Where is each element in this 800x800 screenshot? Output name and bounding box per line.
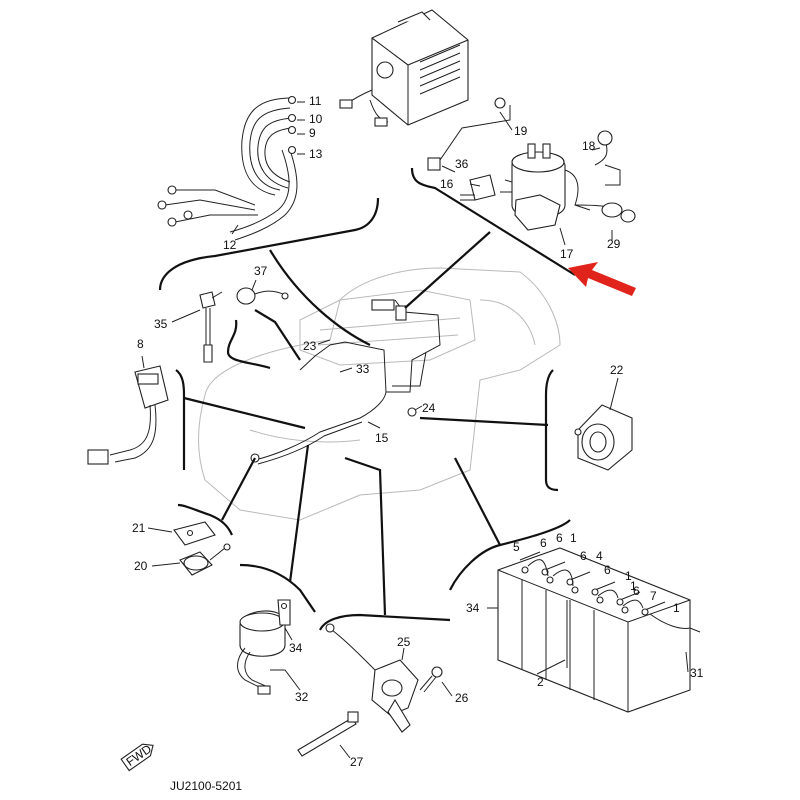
callout-2: 2: [537, 675, 544, 689]
callout-15: 15: [375, 431, 389, 445]
callout-6a: 6: [540, 536, 547, 550]
callout-18: 18: [582, 139, 596, 153]
callout-13: 13: [309, 147, 323, 161]
callout-17: 17: [560, 247, 574, 261]
part-21-bracket: [173, 521, 216, 546]
callout-leaders: [141, 101, 689, 759]
solenoid-assembly: [427, 97, 636, 231]
callout-22: 22: [610, 363, 624, 377]
part-37-horn: [236, 287, 289, 305]
callout-12: 12: [223, 238, 237, 252]
callout-6b: 6: [556, 531, 563, 545]
callout-6e: 6: [633, 584, 640, 598]
drawing-code: JU2100-5201: [170, 779, 242, 793]
callout-25: 25: [397, 635, 411, 649]
part-26-bolt: [419, 666, 443, 693]
part-22-switch: [574, 404, 633, 471]
callout-16: 16: [440, 177, 454, 191]
part-35-sensor: [199, 291, 223, 363]
callout-4: 4: [596, 549, 603, 563]
callout-36: 36: [455, 157, 469, 171]
callout-1b: 1: [625, 569, 632, 583]
callout-20: 20: [134, 559, 148, 573]
callout-7: 7: [650, 589, 657, 603]
callout-24: 24: [422, 401, 436, 415]
callout-37: 37: [254, 264, 268, 278]
callout-29: 29: [607, 237, 621, 251]
callout-1d: 1: [630, 579, 637, 593]
battery-pack: [497, 547, 701, 713]
callout-19: 19: [514, 124, 528, 138]
callout-6d: 6: [604, 563, 611, 577]
callout-1c: 1: [673, 601, 680, 615]
leader-lines: [158, 167, 576, 631]
fwd-badge: FWD: [120, 742, 154, 772]
callout-30: 31: [690, 666, 704, 680]
part-8-switch: [87, 365, 169, 465]
charger-harness-12: [157, 95, 298, 241]
callout-35: 35: [154, 317, 168, 331]
callout-31: 33: [356, 362, 370, 376]
callout-34: 34: [289, 641, 303, 655]
callout-27: 27: [350, 755, 364, 769]
callout-9: 9: [309, 126, 316, 140]
part-27-tie-strap: [297, 711, 359, 757]
callout-5: 5: [513, 540, 520, 554]
callout-33: 32: [295, 690, 309, 704]
callout-6c: 6: [580, 549, 587, 563]
part-25-sensor: [325, 623, 419, 733]
callout-21: 21: [132, 521, 146, 535]
battery-charger: [339, 9, 469, 127]
callout-8: 8: [137, 337, 144, 351]
callout-labels: 11 10 9 13 12 19 18 36 16 17 29 37 35 8 …: [132, 94, 704, 769]
main-harness: [250, 299, 441, 465]
callout-10: 10: [309, 112, 323, 126]
part-20-relay: [179, 543, 231, 576]
part-34-motor: [237, 599, 291, 695]
callout-32: 34: [466, 601, 480, 615]
callout-23: 23: [303, 339, 317, 353]
callout-11: 11: [309, 94, 322, 108]
callout-1a: 1: [570, 531, 577, 545]
indicator-arrow: [568, 262, 636, 296]
callout-26: 26: [455, 691, 469, 705]
